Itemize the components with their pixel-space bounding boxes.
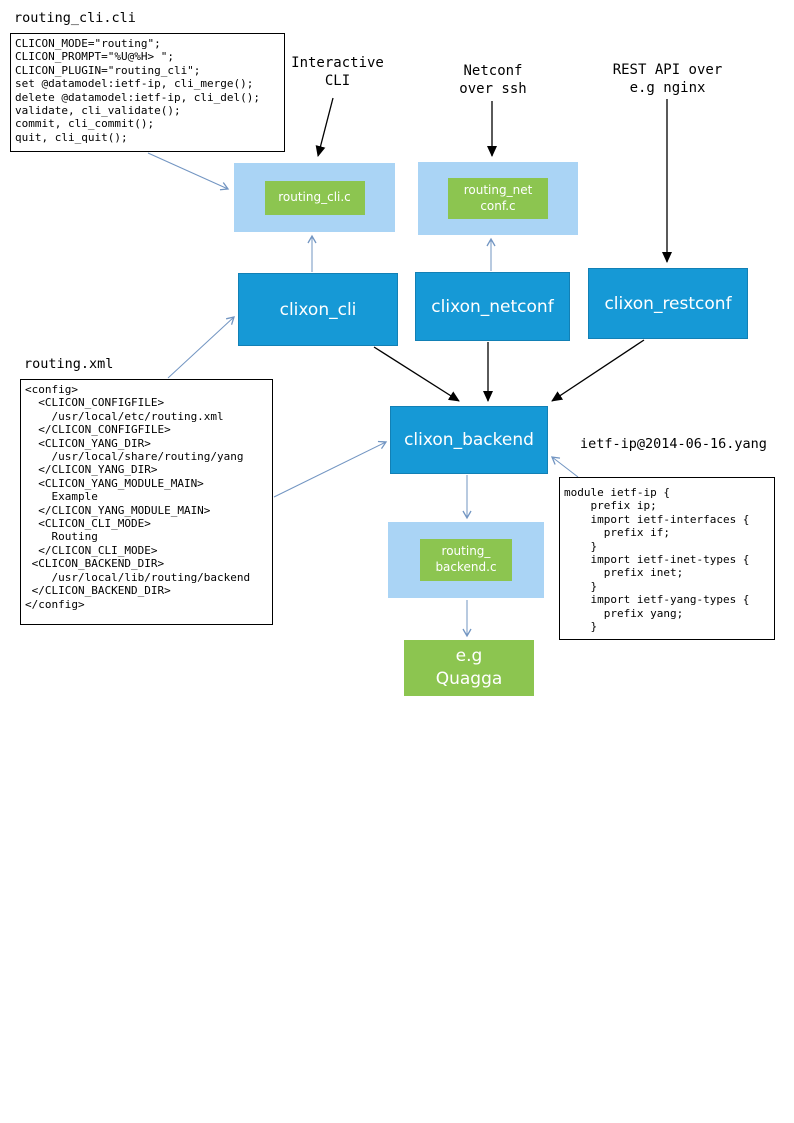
yang-module-box: module ietf-ip { prefix ip; import ietf-… [559, 477, 775, 640]
clixon-cli-box: clixon_cli [238, 273, 398, 346]
arrow-clixon-cli-to-backend [373, 346, 460, 402]
routing-xml-label: routing.xml [24, 356, 114, 372]
routing-cli-c-container: routing_cli.c [234, 163, 395, 232]
arrow-yang-box-to-backend [550, 456, 579, 478]
arrow-xml-code-to-backend [273, 440, 388, 498]
arrow-xml-code-to-clixon-cli [167, 316, 235, 379]
rest-api-label: REST API over e.g nginx [612, 62, 723, 96]
interactive-cli-label: Interactive CLI [291, 55, 384, 89]
routing-backend-c-box: routing_ backend.c [420, 539, 512, 581]
arrow-cli-code-to-routing-cli-c [147, 152, 230, 191]
cli-code-box: CLICON_MODE="routing"; CLICON_PROMPT="%U… [10, 33, 285, 152]
clixon-backend-box: clixon_backend [390, 406, 548, 474]
arrow-clixon-restconf-to-backend [551, 339, 645, 402]
quagga-box: e.g Quagga [404, 640, 534, 696]
clixon-restconf-box: clixon_restconf [588, 268, 748, 339]
routing-netconf-c-container: routing_net conf.c [418, 162, 578, 235]
arrow-interactive-cli-to-routing-cli-c [315, 97, 334, 157]
routing-cli-c-box: routing_cli.c [264, 180, 365, 215]
netconf-over-ssh-label: Netconf over ssh [459, 63, 527, 97]
xml-config-box: <config> <CLICON_CONFIGFILE> /usr/local/… [20, 379, 273, 625]
cli-file-label: routing_cli.cli [14, 10, 136, 26]
clixon-netconf-box: clixon_netconf [415, 272, 570, 341]
yang-file-label: ietf-ip@2014-06-16.yang [580, 436, 767, 452]
routing-backend-c-container: routing_ backend.c [388, 522, 544, 598]
routing-netconf-c-box: routing_net conf.c [448, 177, 548, 220]
